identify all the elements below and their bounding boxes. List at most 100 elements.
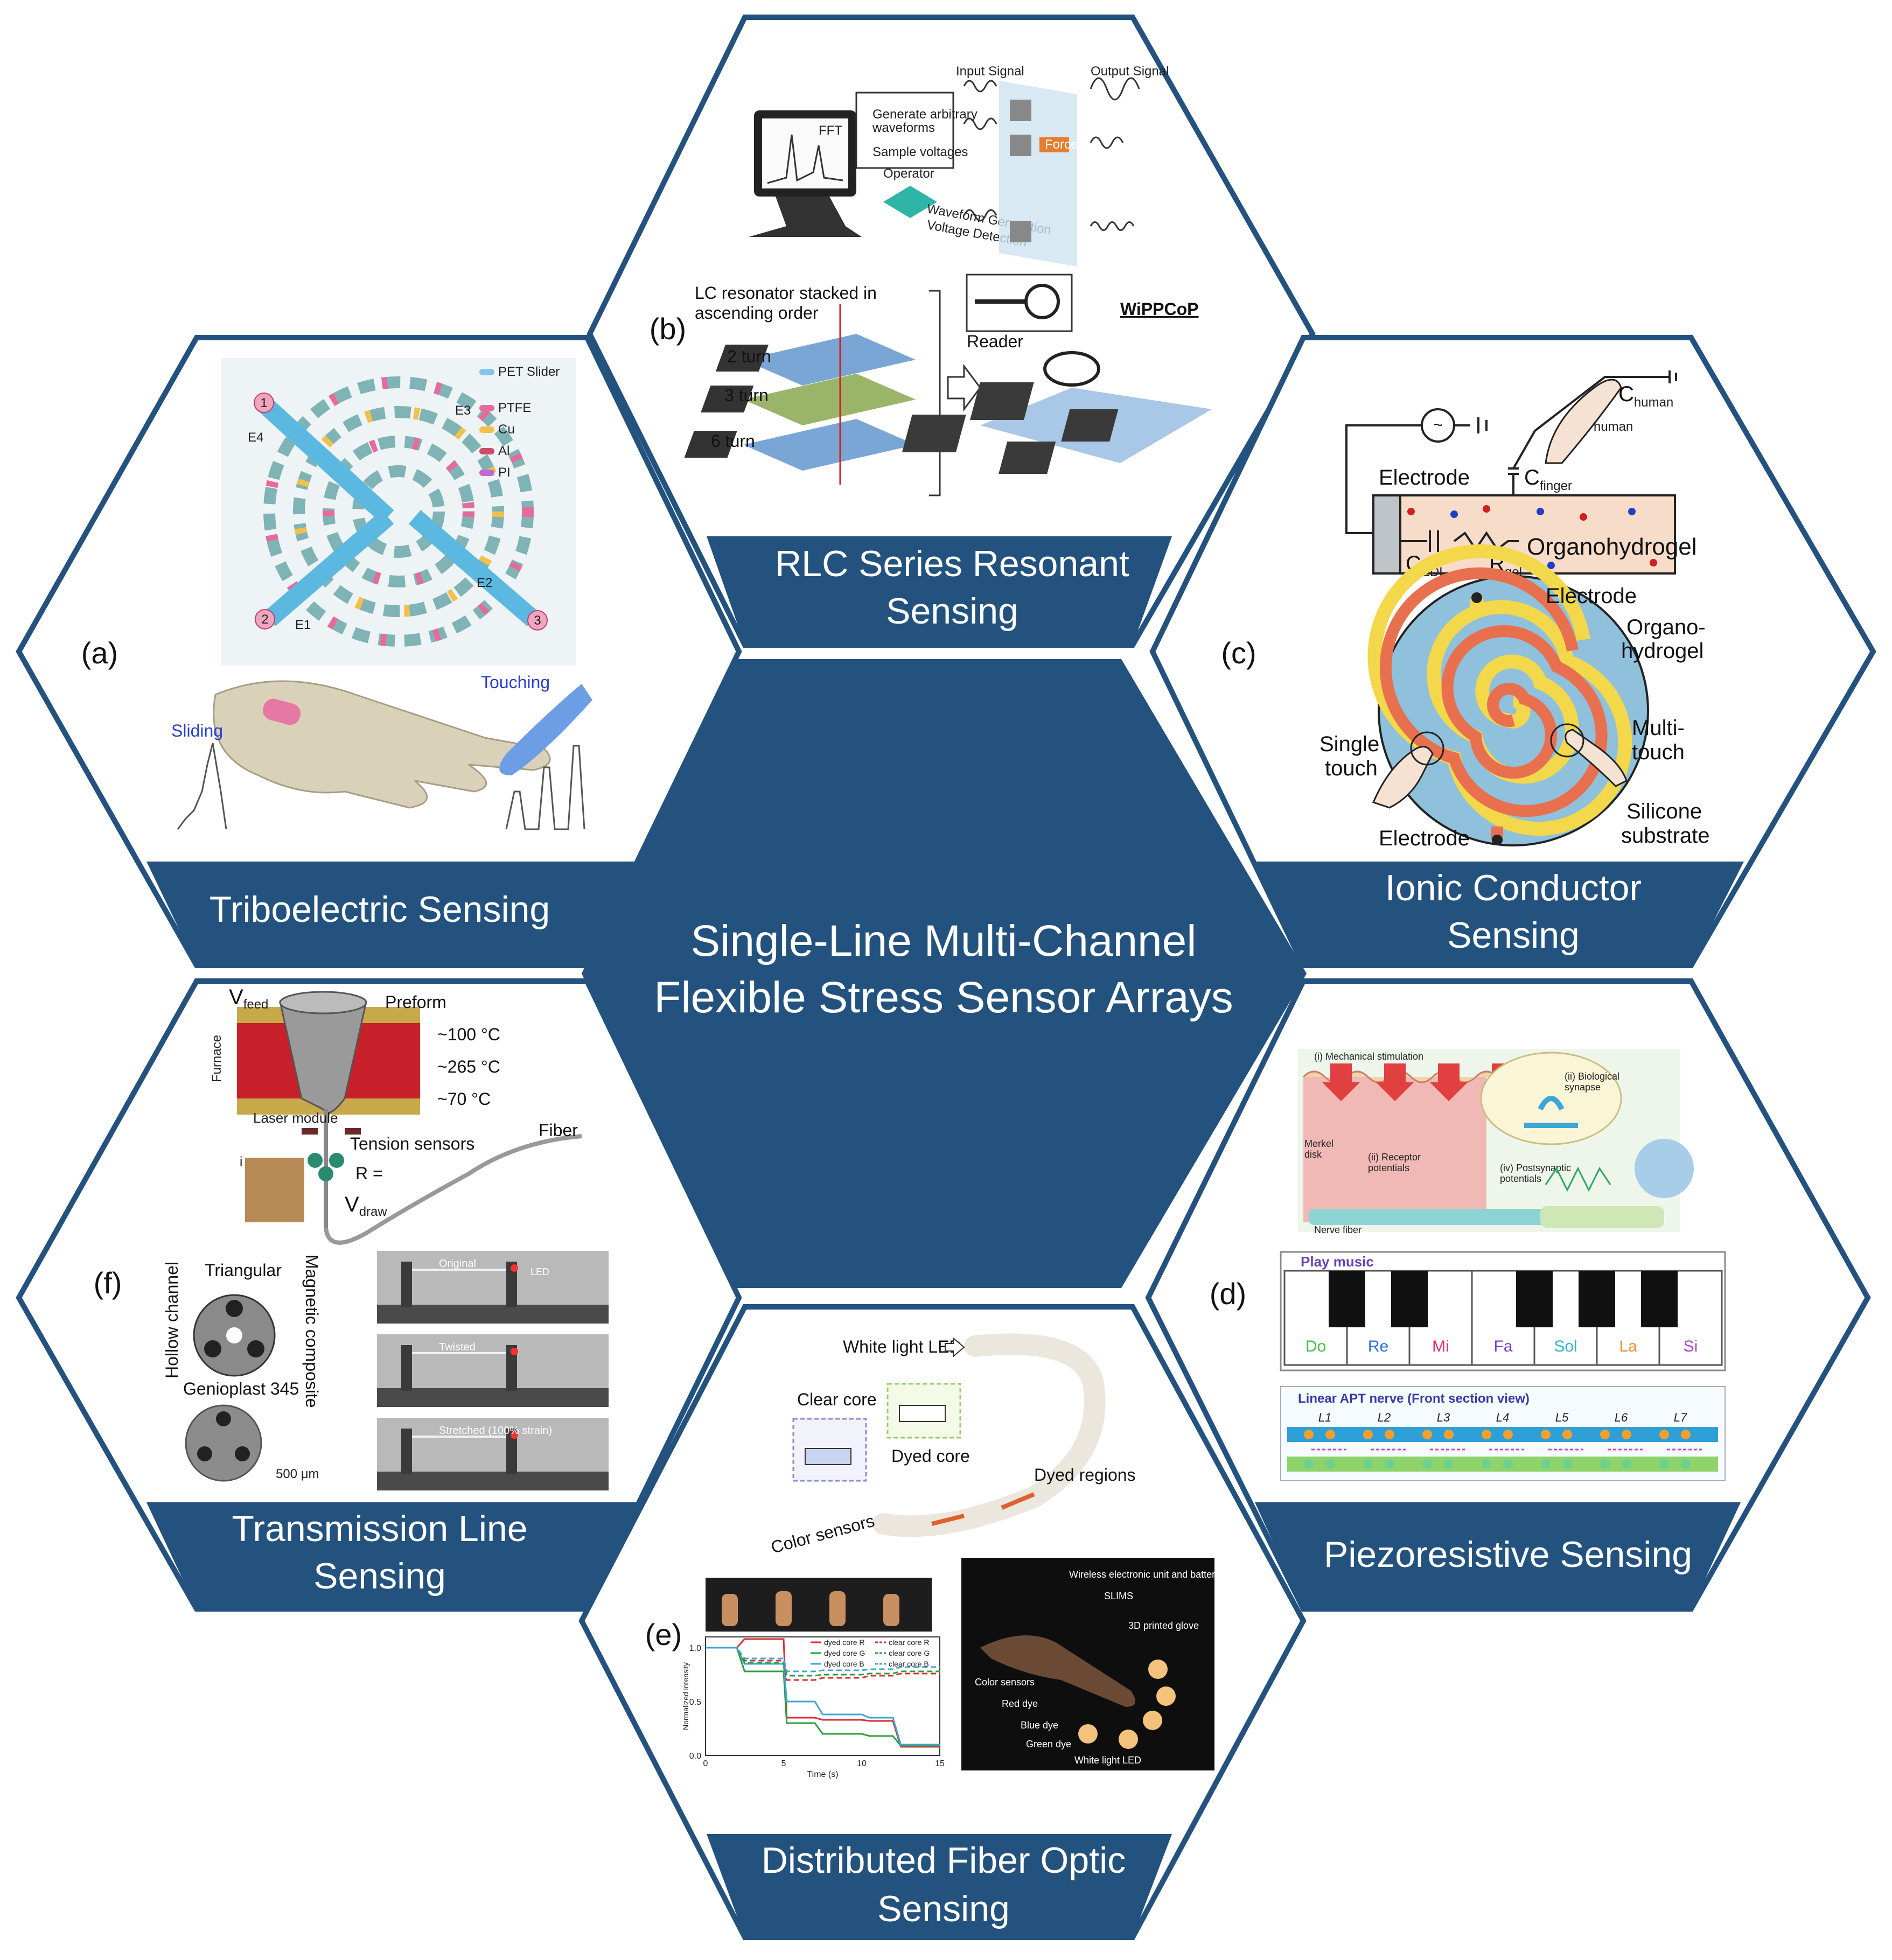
- furnace-label: Furnace: [210, 1035, 224, 1082]
- chart-legend-label: dyed core G: [824, 1649, 865, 1657]
- formula-r: R =: [355, 1164, 383, 1183]
- fiber-micrograph: [185, 1404, 262, 1482]
- tag-d: (d): [1210, 1277, 1246, 1311]
- glove-hand: [980, 1635, 1135, 1707]
- piano-note-label: Re: [1368, 1338, 1388, 1355]
- led-label: LED: [530, 1266, 549, 1277]
- piano-black-key: [1516, 1271, 1553, 1327]
- legend-pet: PET Slider: [498, 365, 560, 379]
- post-label-1: (iv) Postsynaptic: [1500, 1163, 1571, 1173]
- center-title-line2: Flexible Stress Sensor Arrays: [654, 973, 1233, 1022]
- panel-f: Transmission Line Sensing (f) Vfeed Pref…: [16, 978, 742, 1612]
- glove-label: Red dye: [1002, 1698, 1038, 1709]
- stack-bracket: [929, 290, 941, 496]
- stack-label-2: ascending order: [695, 303, 819, 323]
- legend-al: Al: [498, 444, 509, 458]
- chart-legend-label: dyed core B: [824, 1660, 864, 1668]
- clamp-left: [401, 1345, 412, 1391]
- receptor-label-2: potentials: [1368, 1163, 1409, 1173]
- glove-label: Color sensors: [975, 1677, 1035, 1688]
- chart-series-line: [706, 1638, 940, 1748]
- panel-b: RLC Series Resonant Sensing (b) FFT Gene…: [587, 15, 1316, 648]
- apt-node: [1363, 1430, 1373, 1439]
- title-b-line2: Sensing: [886, 591, 1018, 632]
- electrode-block: [1372, 494, 1401, 575]
- panel-e: Distributed Fiber Optic Sensing (e) Whit…: [578, 1304, 1307, 1940]
- operator-label: Operator: [883, 166, 934, 181]
- apt-node: [1385, 1430, 1394, 1439]
- apt-node: [1304, 1459, 1314, 1469]
- chart-xtick: 15: [935, 1759, 945, 1768]
- glove-labels: Wireless electronic unit and batterySLIM…: [975, 1569, 1220, 1766]
- preform-label: Preform: [385, 992, 446, 1012]
- reader-coil: [1043, 351, 1100, 387]
- turn-6: 6 turn: [711, 431, 755, 451]
- white-led-label: White light LED: [843, 1337, 962, 1356]
- hollow-label: Hollow channel: [162, 1262, 181, 1378]
- lc-layer-3: [743, 374, 916, 425]
- electrode-bottom-label: Electrode: [1379, 827, 1470, 850]
- piano-note-label: Mi: [1432, 1338, 1449, 1355]
- ion-dots: [1407, 505, 1657, 569]
- apt-node: [1681, 1459, 1691, 1469]
- photo-label: Original: [439, 1258, 476, 1270]
- tag-e: (e): [645, 1618, 682, 1651]
- chart-series-line: [706, 1647, 940, 1677]
- apt-node: [1600, 1430, 1610, 1439]
- multi-touch-hand: [1565, 729, 1628, 787]
- banner-d: [1255, 1502, 1741, 1609]
- fiber-curve: [324, 1134, 582, 1245]
- triangular-label: Triangular: [205, 1261, 282, 1280]
- spiral-num-2: 2: [261, 612, 268, 627]
- apt-node: [1503, 1430, 1513, 1439]
- chart-ylabel: Normalized intensity: [681, 1662, 690, 1730]
- label-e1: E1: [295, 618, 311, 632]
- clamp-left: [401, 1262, 412, 1307]
- apt-node: [1325, 1459, 1335, 1469]
- note-generate: Generate arbitrary: [872, 107, 978, 122]
- glove-label: White light LED: [1074, 1755, 1141, 1766]
- operator-monitor: FFT: [749, 110, 862, 237]
- apt-node: [1482, 1459, 1491, 1469]
- title-c-line1: Ionic Conductor: [1385, 867, 1642, 908]
- apt-node: [1622, 1430, 1631, 1439]
- sensor-pad-1: [1010, 100, 1031, 121]
- chart-plot-area: [705, 1636, 940, 1756]
- title-f-line2: Sensing: [313, 1556, 446, 1597]
- piano-note-label: Fa: [1493, 1338, 1512, 1355]
- turn-2: 2 turn: [727, 347, 771, 366]
- dyed-regions-label: Dyed regions: [1034, 1465, 1136, 1485]
- apt-segment-label: L5: [1555, 1411, 1569, 1424]
- photo-label: Stretched (100% strain): [439, 1425, 552, 1437]
- apt-label: Linear APT nerve (Front section view): [1298, 1391, 1530, 1406]
- multi-touch-2: touch: [1632, 740, 1685, 764]
- apt-node: [1363, 1459, 1373, 1469]
- piano-note-label: La: [1619, 1338, 1637, 1355]
- apt-node: [1422, 1430, 1432, 1439]
- led-indicator: [511, 1348, 518, 1355]
- panel-a: Triboelectric Sensing (a) 1 2 3 E1 E2 E3…: [16, 335, 742, 968]
- title-b-line1: RLC Series Resonant: [775, 543, 1129, 584]
- photo-base: [377, 1305, 609, 1324]
- banner-c: [1255, 862, 1744, 965]
- hand-illustration: Touching Sliding: [171, 673, 592, 830]
- operator-notes-box: [855, 92, 954, 169]
- magnetic-label: Magnetic composite: [302, 1255, 322, 1408]
- glove-label: Blue dye: [1021, 1720, 1058, 1731]
- laser-label: Laser module: [253, 1110, 338, 1126]
- merkel-label-1: Merkel: [1304, 1138, 1334, 1149]
- mech-label: (i) Mechanical stimulation: [1314, 1051, 1423, 1062]
- label-e4: E4: [248, 430, 263, 445]
- chart-series-line: [706, 1647, 940, 1747]
- tag-a: (a): [81, 636, 118, 670]
- photo-base: [377, 1388, 609, 1407]
- sliding-signal: [177, 743, 227, 830]
- triboelectric-spiral-diagram: 1 2 3 E1 E2 E3 E4 PET Slider PTFE Cu Al …: [221, 358, 576, 665]
- spiral-num-3: 3: [534, 613, 541, 628]
- chart-series-line: [706, 1647, 940, 1681]
- wippcop-label: WiPPCoP: [1120, 299, 1199, 319]
- vdraw-label: Vdraw: [345, 1193, 387, 1219]
- spiral-orange: [1379, 567, 1608, 817]
